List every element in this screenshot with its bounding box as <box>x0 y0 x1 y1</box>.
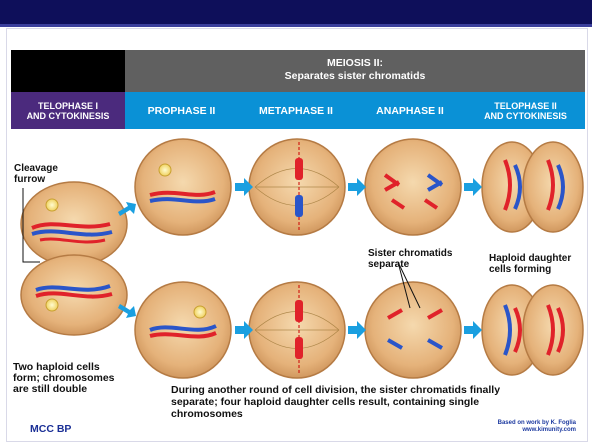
footer-mcc-bp: MCC BP <box>30 423 71 435</box>
label-line: Cleavage <box>14 163 58 174</box>
two-haploid-cells-label: Two haploid cells form; chromosomes are … <box>13 362 115 395</box>
label-line: cells forming <box>489 264 571 275</box>
caption-line: separate; four haploid daughter cells re… <box>171 396 500 408</box>
caption-line: During another round of cell division, t… <box>171 384 500 396</box>
sister-chromatids-label: Sister chromatids separate <box>368 248 452 270</box>
caption: During another round of cell division, t… <box>171 384 500 420</box>
credit-line: Based on work by K. Foglia <box>498 420 576 427</box>
label-line: are still double <box>13 384 115 395</box>
credit-url: www.kimunity.com <box>498 427 576 434</box>
label-line: Haploid daughter <box>489 253 571 264</box>
cleavage-furrow-label: Cleavage furrow <box>14 163 58 185</box>
label-line: furrow <box>14 174 58 185</box>
metaphase-2-cells <box>249 139 345 378</box>
label-line: Sister chromatids <box>368 248 452 259</box>
caption-line: chromosomes <box>171 408 500 420</box>
telophase-1-cells <box>21 182 127 335</box>
prophase-2-cells <box>135 139 231 378</box>
label-line: separate <box>368 259 452 270</box>
haploid-forming-label: Haploid daughter cells forming <box>489 253 571 275</box>
credit-text: Based on work by K. Foglia www.kimunity.… <box>498 420 576 434</box>
